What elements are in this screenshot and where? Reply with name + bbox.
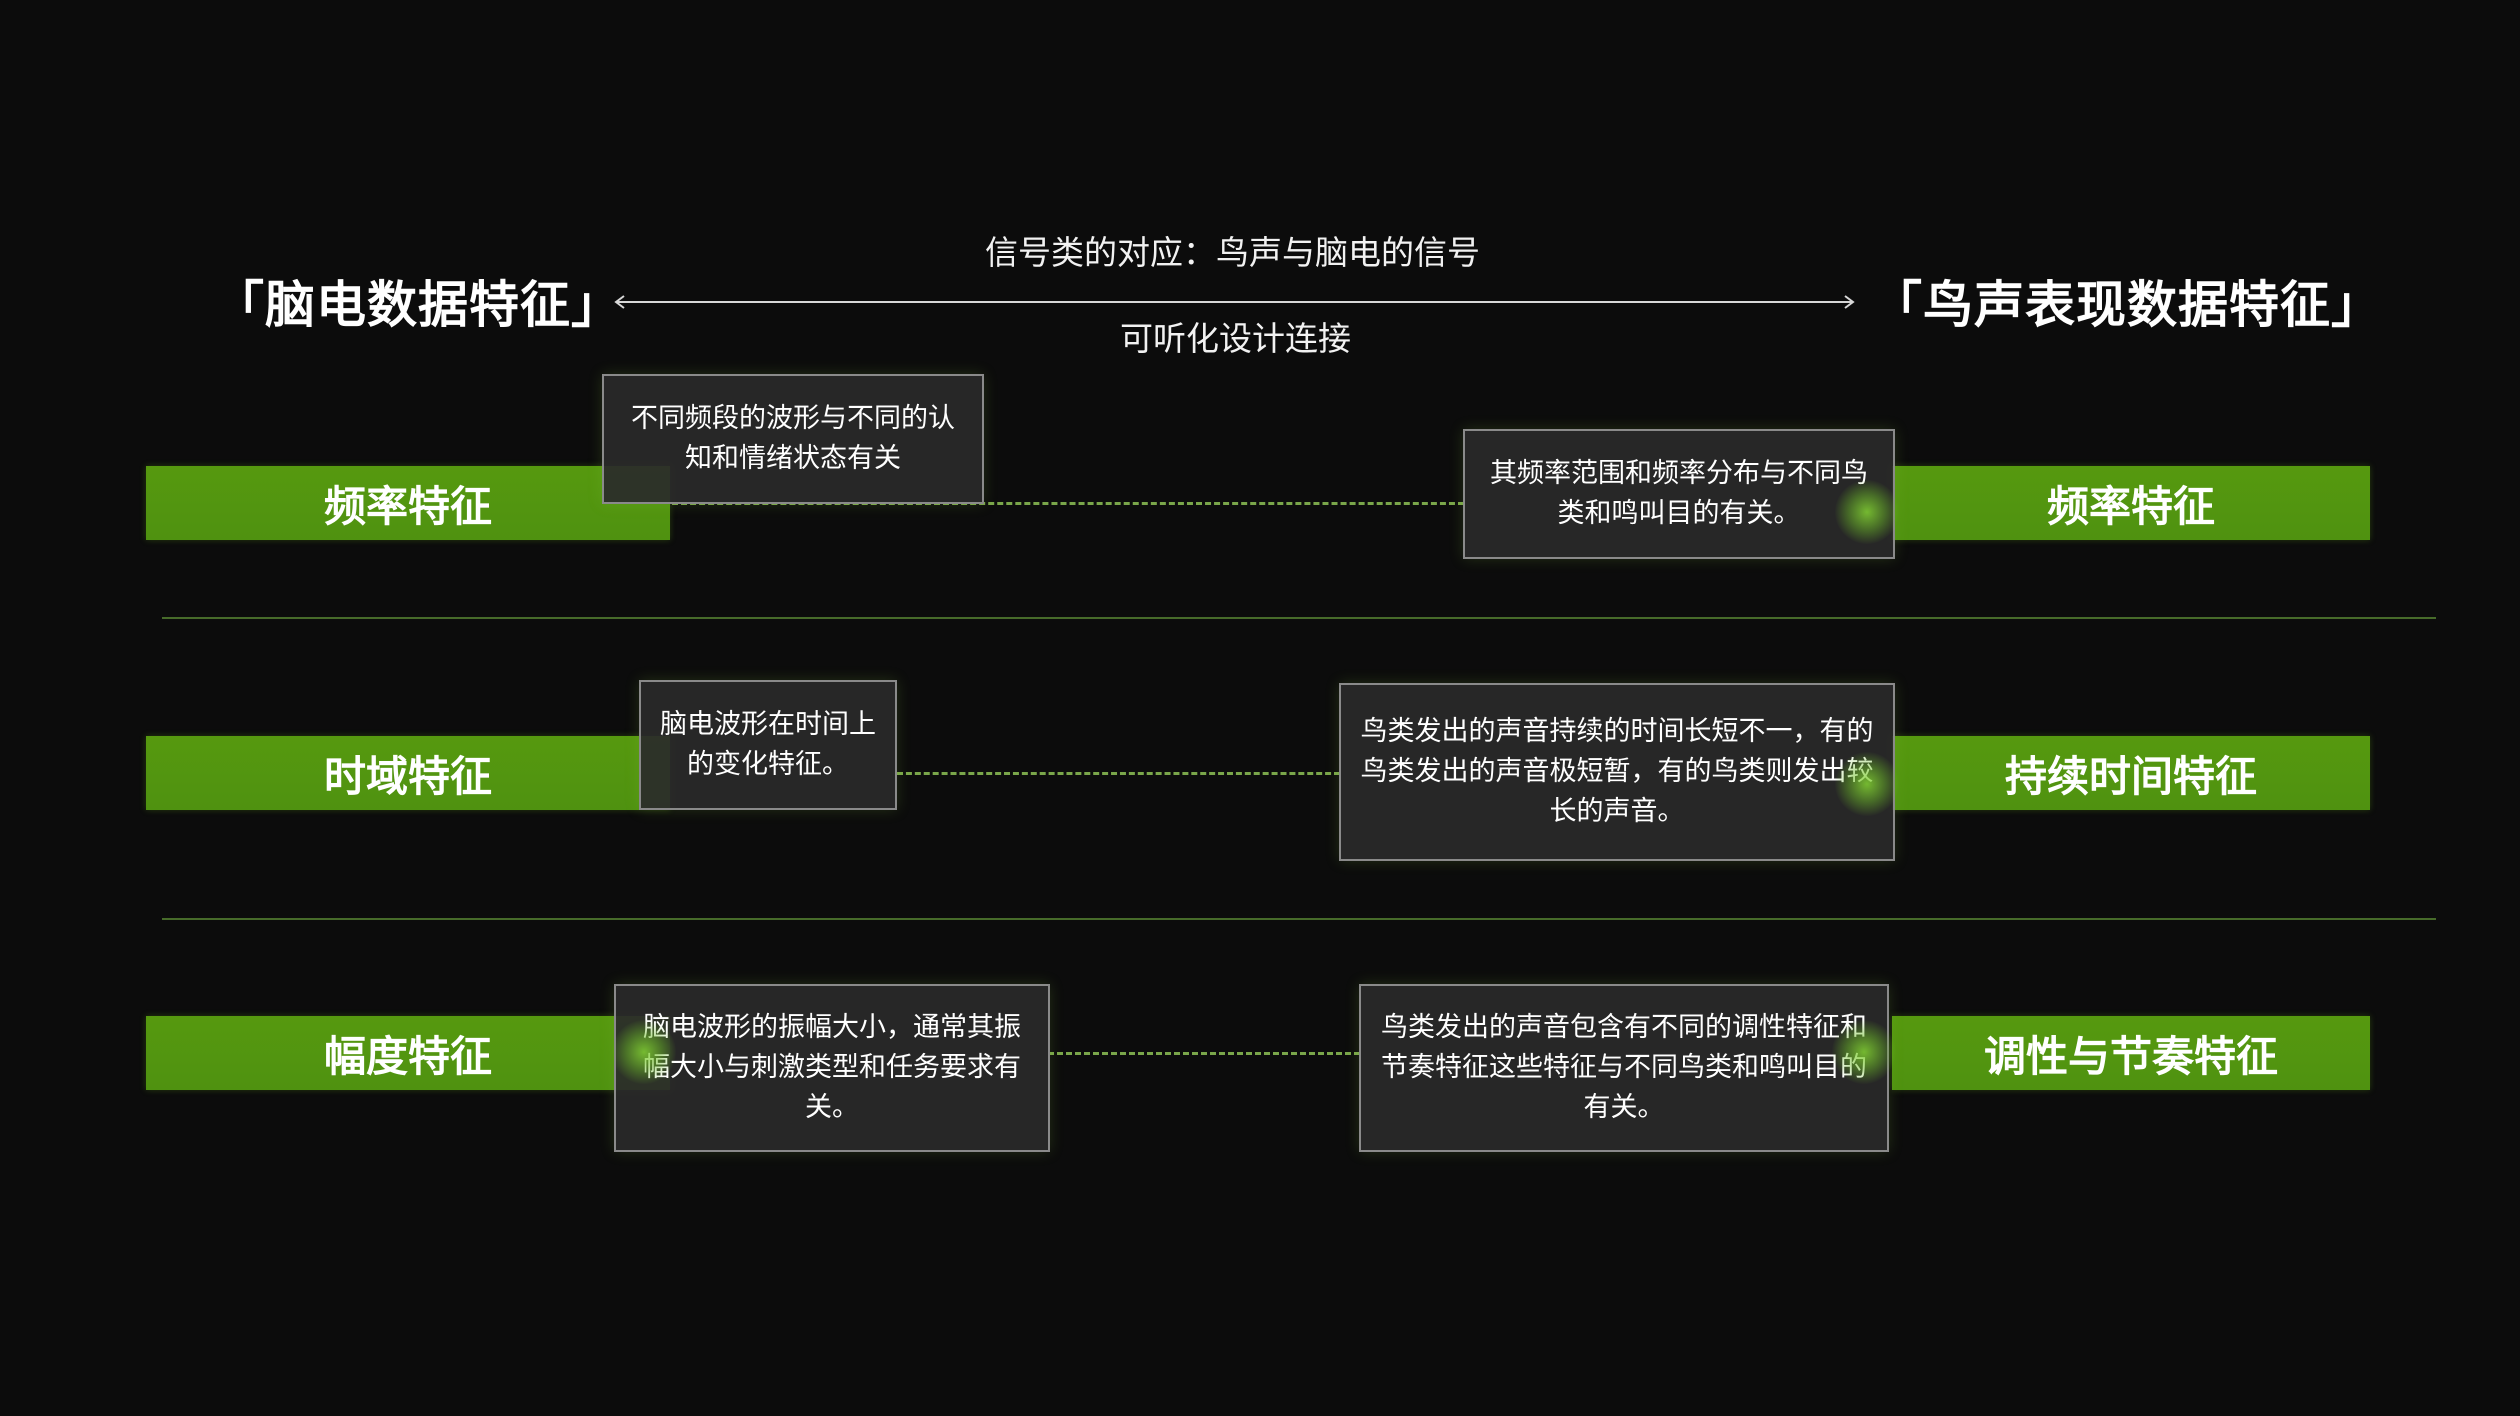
row-3-right-desc-text: 鸟类发出的声音包含有不同的调性特征和节奏特征这些特征与不同鸟类和鸣叫目的有关。 — [1381, 1012, 1867, 1123]
connection-subtitle: 可听化设计连接 — [1120, 319, 1351, 358]
connection-title: 信号类的对应：鸟声与脑电的信号 — [985, 233, 1480, 272]
row-3-left-desc-text: 脑电波形的振幅大小，通常其振幅大小与刺激类型和任务要求有关。 — [643, 1012, 1021, 1123]
row-2-connector — [897, 772, 1340, 775]
left-column-title: 「脑电数据特征」 — [214, 276, 622, 334]
row-3-left-bar: 幅度特征 — [146, 1016, 670, 1090]
row-2-left-label: 时域特征 — [323, 751, 492, 801]
row-3-right-bar: 调性与节奏特征 — [1892, 1016, 2370, 1090]
row-1-connector — [672, 502, 1464, 505]
row-2-left-bar: 时域特征 — [146, 736, 670, 810]
row-2-right-label: 持续时间特征 — [2004, 751, 2257, 801]
row-divider-1 — [162, 617, 2436, 619]
row-divider-2 — [162, 918, 2436, 920]
right-column-title: 「鸟声表现数据特征」 — [1872, 276, 2382, 334]
row-3-left-desc: 脑电波形的振幅大小，通常其振幅大小与刺激类型和任务要求有关。 — [614, 984, 1050, 1152]
row-1-left-label: 频率特征 — [323, 481, 492, 531]
row-3-left-label: 幅度特征 — [323, 1031, 492, 1081]
row-3-right-label: 调性与节奏特征 — [1983, 1031, 2278, 1081]
row-2-left-desc: 脑电波形在时间上的变化特征。 — [639, 680, 897, 810]
row-1-right-label: 频率特征 — [2046, 481, 2215, 531]
row-1-right-desc-text: 其频率范围和频率分布与不同鸟类和鸣叫目的有关。 — [1490, 458, 1868, 529]
row-2-right-desc: 鸟类发出的声音持续的时间长短不一，有的鸟类发出的声音极短暂，有的鸟类则发出较长的… — [1339, 683, 1895, 861]
row-3-right-desc: 鸟类发出的声音包含有不同的调性特征和节奏特征这些特征与不同鸟类和鸣叫目的有关。 — [1359, 984, 1889, 1152]
row-1-right-bar: 频率特征 — [1892, 466, 2370, 540]
row-2-left-desc-text: 脑电波形在时间上的变化特征。 — [660, 709, 876, 780]
double-arrow-icon — [614, 295, 1855, 309]
row-1-left-bar: 频率特征 — [146, 466, 670, 540]
row-3-connector — [1048, 1052, 1360, 1055]
row-1-right-desc: 其频率范围和频率分布与不同鸟类和鸣叫目的有关。 — [1463, 429, 1895, 559]
row-2-right-desc-text: 鸟类发出的声音持续的时间长短不一，有的鸟类发出的声音极短暂，有的鸟类则发出较长的… — [1360, 716, 1874, 827]
row-2-right-bar: 持续时间特征 — [1892, 736, 2370, 810]
row-1-left-desc: 不同频段的波形与不同的认知和情绪状态有关 — [602, 374, 984, 504]
row-1-left-desc-text: 不同频段的波形与不同的认知和情绪状态有关 — [631, 403, 955, 474]
